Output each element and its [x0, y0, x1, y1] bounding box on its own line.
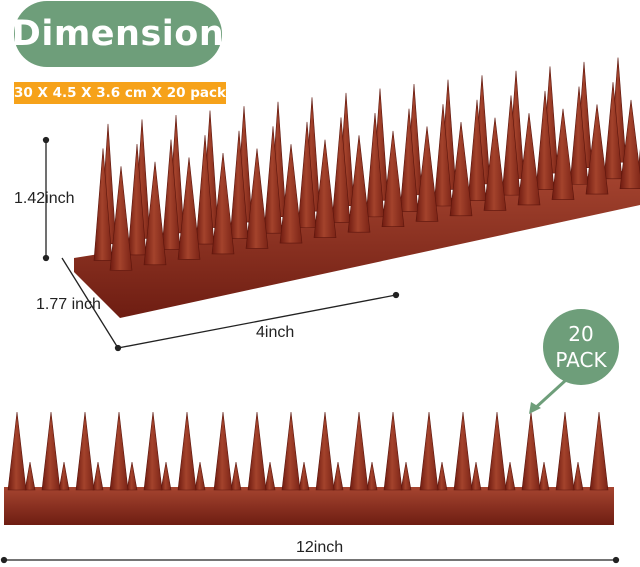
spike-mid	[603, 82, 623, 180]
spike-front	[449, 122, 473, 217]
spike-front	[143, 161, 167, 266]
pack-count: 20	[568, 322, 594, 346]
spike	[349, 411, 369, 491]
spike	[109, 411, 129, 491]
spike	[177, 411, 197, 491]
spike-mid	[399, 108, 419, 212]
spike	[7, 411, 27, 491]
width-line	[61, 257, 119, 349]
spike-front	[415, 126, 439, 222]
length-line	[117, 294, 397, 349]
spike	[521, 411, 541, 491]
dimension-lines	[0, 136, 620, 564]
spike-row-perspective	[93, 57, 640, 271]
spike-front	[517, 113, 541, 206]
spike	[143, 411, 163, 491]
bird-spike-strip-front	[4, 411, 614, 525]
small-spike	[126, 461, 138, 491]
small-spike	[92, 461, 104, 491]
spike-mid	[433, 104, 453, 207]
small-spike	[572, 461, 584, 491]
spike-front	[381, 130, 405, 228]
small-spike	[366, 461, 378, 491]
spike-mid	[127, 143, 147, 256]
full-length-dot-left	[0, 556, 8, 564]
spike-front	[619, 99, 640, 189]
small-spike	[436, 461, 448, 491]
spike	[281, 411, 301, 491]
spike-front	[347, 135, 371, 233]
height-dot-bottom	[42, 254, 50, 262]
spike-mid	[535, 90, 555, 190]
spike-mid	[365, 113, 385, 218]
small-spike	[230, 461, 242, 491]
length-dimension-label: 4inch	[256, 324, 295, 341]
title-badge: Dimension	[12, 1, 224, 67]
spike	[419, 411, 439, 491]
spike	[589, 411, 609, 491]
spike-front	[109, 166, 133, 271]
spike-front	[211, 152, 235, 255]
small-spike	[538, 461, 550, 491]
pack-count-badge: 20 PACK	[543, 309, 619, 385]
spike-mid	[331, 117, 351, 223]
spike-front	[551, 108, 575, 200]
small-spike	[400, 461, 412, 491]
bird-spike-strip-perspective	[74, 57, 640, 318]
small-spike	[332, 461, 344, 491]
spike-mid	[229, 130, 249, 239]
spike-front	[483, 117, 507, 211]
spike-front	[177, 157, 201, 260]
pack-label: PACK	[555, 348, 607, 372]
spike	[487, 411, 507, 491]
height-dot-top	[42, 136, 50, 144]
small-spike	[160, 461, 172, 491]
width-dimension-label: 1.77 inch	[36, 296, 101, 313]
spike-front	[245, 148, 269, 249]
spike-row-front	[7, 411, 609, 491]
spike	[555, 411, 575, 491]
pack-arrow	[529, 378, 568, 414]
spike-mid	[195, 135, 215, 245]
spike	[453, 411, 473, 491]
length-dot	[392, 291, 400, 299]
small-spike	[24, 461, 36, 491]
spike	[41, 411, 61, 491]
spike-mid	[467, 99, 487, 201]
spike-front	[313, 139, 337, 238]
full-length-dimension-label: 12inch	[296, 539, 344, 556]
small-spike	[58, 461, 70, 491]
spike	[75, 411, 95, 491]
spike-mid	[263, 126, 283, 234]
spike-mid	[93, 148, 113, 261]
spike-mid	[501, 95, 521, 196]
small-spike	[264, 461, 276, 491]
spike-front	[279, 144, 303, 244]
strip-base-front	[4, 487, 614, 525]
spike	[213, 411, 233, 491]
spike	[247, 411, 267, 491]
spike	[315, 411, 335, 491]
spike	[383, 411, 403, 491]
spec-label: 30 X 4.5 X 3.6 cm X 20 pack	[14, 82, 226, 104]
small-spike	[194, 461, 206, 491]
full-length-dot-right	[612, 556, 620, 564]
small-spike	[504, 461, 516, 491]
spike-mid	[569, 86, 589, 185]
spike-front	[585, 104, 609, 195]
small-spike	[298, 461, 310, 491]
spike-mid	[161, 139, 181, 250]
spike-mid	[297, 121, 317, 229]
small-spike	[470, 461, 482, 491]
height-dimension-label: 1.42inch	[14, 190, 75, 207]
